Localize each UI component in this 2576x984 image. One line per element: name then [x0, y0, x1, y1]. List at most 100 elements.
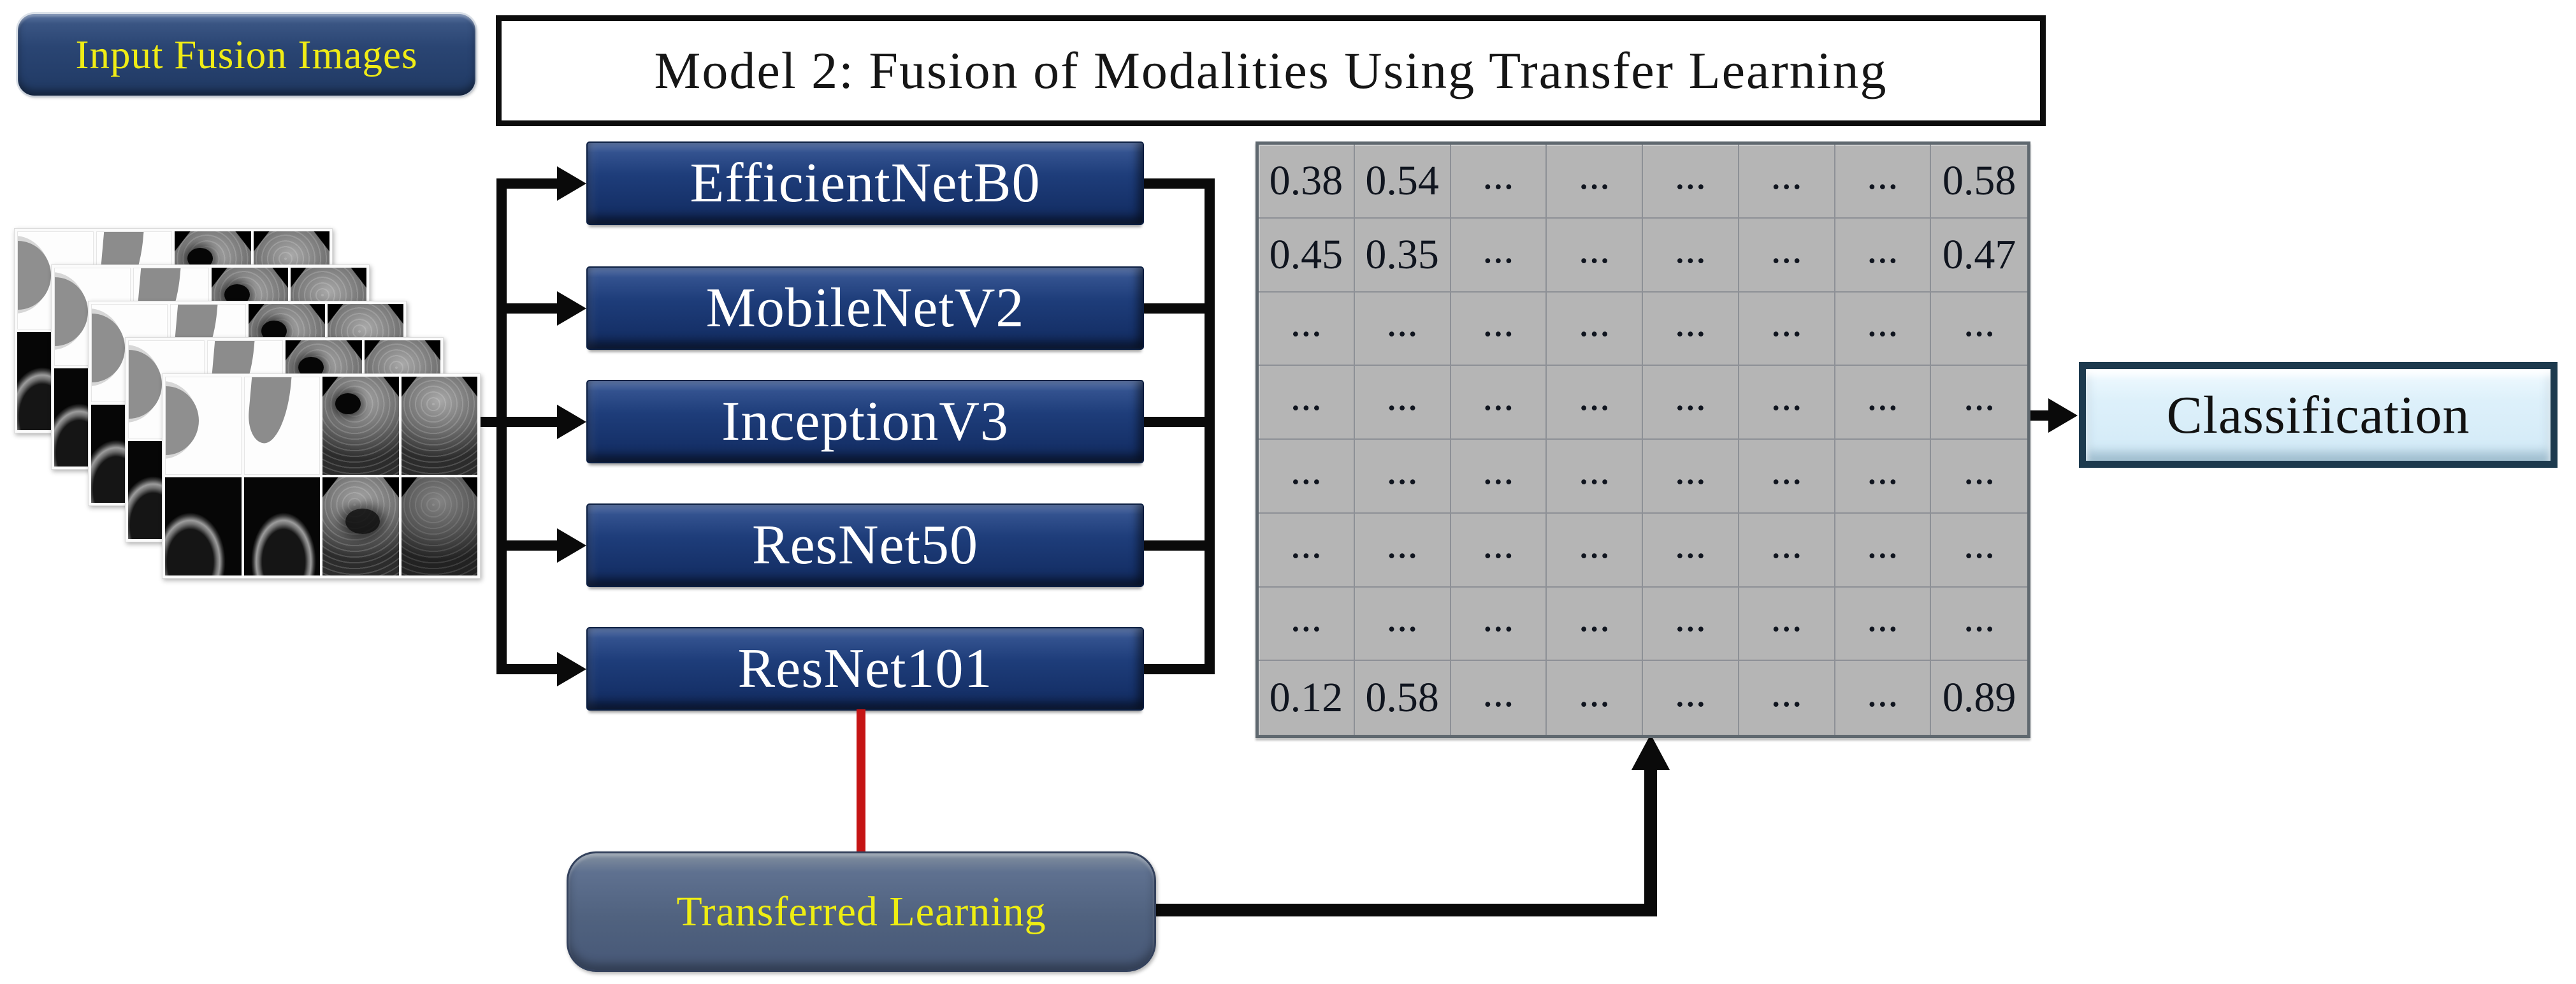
- connector-line: [1144, 178, 1215, 189]
- matrix-cell: ...: [1451, 366, 1547, 440]
- matrix-cell: ...: [1451, 661, 1547, 735]
- matrix-cell: ...: [1643, 661, 1739, 735]
- model-box-mobilenetv2: MobileNetV2: [586, 266, 1144, 350]
- matrix-cell: ...: [1259, 292, 1355, 366]
- matrix-cell: ...: [1259, 366, 1355, 440]
- model-box-inceptionv3: InceptionV3: [586, 380, 1144, 463]
- matrix-cell: 0.58: [1931, 145, 2027, 219]
- connector-line: [1144, 663, 1215, 674]
- matrix-cell: 0.58: [1355, 661, 1451, 735]
- matrix-cell: ...: [1739, 366, 1835, 440]
- model-box-efficientnetb0: EfficientNetB0: [586, 141, 1144, 225]
- model-box-label: InceptionV3: [721, 391, 1009, 452]
- arrowhead-right-icon: [557, 166, 586, 201]
- model-title: Model 2: Fusion of Modalities Using Tran…: [654, 41, 1888, 99]
- matrix-cell: ...: [1259, 513, 1355, 588]
- matrix-cell: ...: [1451, 145, 1547, 219]
- matrix-cell: 0.54: [1354, 145, 1451, 219]
- arrowhead-right-icon: [557, 404, 586, 439]
- model-box-resnet101: ResNet101: [586, 627, 1144, 711]
- ultrasound-image: [322, 377, 399, 475]
- matrix-cell: ...: [1354, 366, 1451, 440]
- matrix-cell: ...: [1739, 440, 1835, 514]
- matrix-cell: ...: [1835, 145, 1932, 219]
- matrix-cell: ...: [1739, 587, 1835, 662]
- input-images-stack: [0, 217, 503, 612]
- mri-image: [243, 477, 320, 575]
- matrix-cell: ...: [1643, 366, 1739, 440]
- matrix-cell: ...: [1547, 440, 1643, 514]
- transfer-to-matrix-vline: [1644, 769, 1657, 916]
- matrix-cell: ...: [1739, 292, 1835, 366]
- matrix-cell: ...: [1547, 661, 1643, 735]
- matrix-cell: 0.89: [1942, 674, 2016, 721]
- flow-arrow-line: [496, 663, 560, 674]
- mammogram-image: [165, 377, 242, 475]
- fusion-image-card: [162, 373, 481, 579]
- transfer-to-matrix-hline: [1154, 904, 1657, 916]
- matrix-cell: ...: [1835, 292, 1932, 366]
- arrowhead-right-icon: [2048, 398, 2078, 433]
- matrix-cell: ...: [1451, 513, 1547, 588]
- matrix-cell: ...: [1354, 587, 1451, 662]
- matrix-cell: ...: [1739, 145, 1835, 219]
- matrix-cell: ...: [1354, 513, 1451, 588]
- matrix-cell: ...: [1259, 440, 1355, 514]
- arrowhead-up-icon: [1632, 734, 1670, 770]
- matrix-cell: ...: [1547, 366, 1643, 440]
- model-box-resnet50: ResNet50: [586, 503, 1144, 587]
- model-box-label: ResNet50: [751, 514, 979, 576]
- matrix-cell: ...: [1739, 513, 1835, 588]
- matrix-cell: ...: [1931, 514, 2027, 588]
- mammogram-image: [243, 377, 320, 475]
- matrix-cell: 0.45: [1259, 218, 1355, 293]
- matrix-cell: 0.38: [1259, 145, 1355, 219]
- classification-box: Classification: [2079, 362, 2558, 468]
- matrix-cell: ...: [1931, 293, 2027, 366]
- matrix-cell: ...: [1451, 218, 1547, 293]
- matrix-cell: 0.35: [1354, 218, 1451, 293]
- matrix-cell: ...: [1739, 661, 1835, 735]
- matrix-cell: ...: [1643, 145, 1739, 219]
- connector-line: [1144, 540, 1215, 551]
- matrix-cell: ...: [1931, 440, 2027, 514]
- matrix-cell: ...: [1931, 588, 2027, 662]
- model-title-box: Model 2: Fusion of Modalities Using Tran…: [496, 15, 2046, 126]
- matrix-cell: ...: [1547, 218, 1643, 293]
- flow-arrow-line: [496, 178, 560, 189]
- matrix-cell: ...: [1547, 292, 1643, 366]
- matrix-cell: ...: [1354, 292, 1451, 366]
- ultrasound-image: [401, 377, 477, 475]
- input-fusion-images-label: Input Fusion Images: [75, 32, 418, 77]
- matrix-cell: 0.47: [1931, 219, 2027, 293]
- flow-arrow-line: [496, 540, 560, 551]
- ultrasound-image: [401, 477, 477, 575]
- matrix-cell: ...: [1931, 366, 2027, 440]
- arrowhead-right-icon: [557, 651, 586, 686]
- matrix-cell: ...: [1643, 218, 1739, 293]
- matrix-cell: ...: [1259, 587, 1355, 662]
- classification-label: Classification: [2166, 385, 2470, 445]
- arrowhead-right-icon: [557, 291, 586, 326]
- matrix-cell: ...: [1835, 661, 1932, 735]
- connector-line: [1144, 303, 1215, 314]
- matrix-cell: ...: [1643, 587, 1739, 662]
- transferred-learning-label: Transferred Learning: [676, 888, 1046, 935]
- connector-line: [1144, 416, 1215, 427]
- matrix-cell: ...: [1643, 513, 1739, 588]
- flow-arrow-line: [496, 416, 560, 427]
- matrix-cell: ...: [1835, 513, 1932, 588]
- ultrasound-image: [322, 477, 399, 575]
- matrix-cell: ...: [1643, 292, 1739, 366]
- matrix-cell: ...: [1451, 587, 1547, 662]
- matrix-to-classification-line: [2030, 410, 2051, 421]
- matrix-cell: 0.12: [1259, 661, 1355, 735]
- arrowhead-right-icon: [557, 528, 586, 563]
- matrix-cell: ...: [1835, 366, 1932, 440]
- transferred-learning-box: Transferred Learning: [567, 851, 1156, 972]
- matrix-cell: ...: [1547, 587, 1643, 662]
- flow-arrow-line: [496, 303, 560, 314]
- mri-image: [165, 477, 242, 575]
